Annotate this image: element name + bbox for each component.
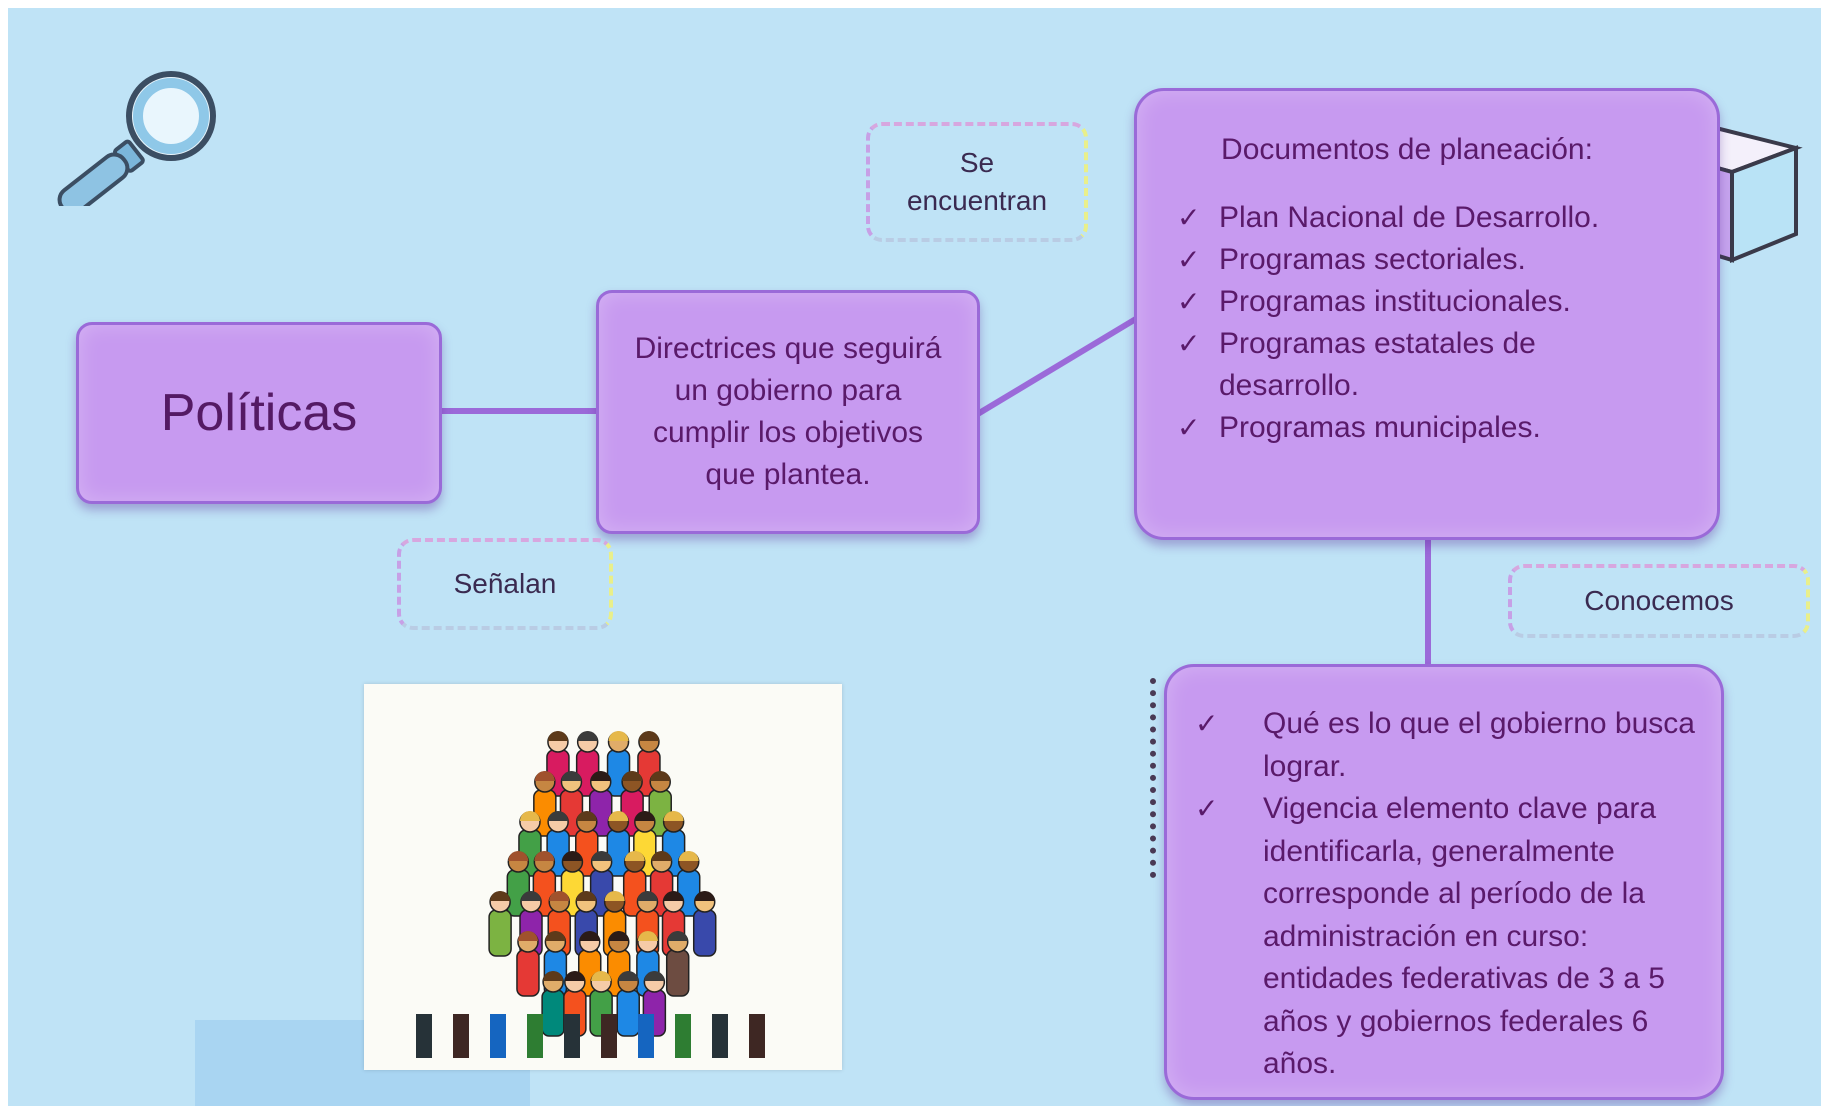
person-figure [606,811,631,877]
frame-left [0,0,8,1106]
list-item: ✓ Programas sectoriales. [1177,239,1677,281]
tag-conocemos-label: Conocemos [1584,585,1734,616]
documentos-list: ✓ Plan Nacional de Desarrollo. ✓ Programas… [1177,197,1677,449]
tag-senalan-label: Señalan [453,568,557,599]
list-item: ✓ Vigencia elemento clave para identifica… [1195,788,1697,1086]
list-item-text: Programas institucionales. [1219,285,1571,318]
list-item: ✓ Plan Nacional de Desarrollo. [1177,197,1677,239]
person-legs [749,1014,765,1058]
node-directrices-text: Directrices que seguirá un gobierno para… [634,332,942,491]
person-figure [516,931,540,997]
list-item-text: Programas estatales de desarrollo. [1219,327,1536,402]
person-figure [488,891,512,957]
list-item-text: Programas municipales. [1219,411,1541,444]
person-legs [490,1014,506,1058]
node-politicas: Políticas [76,322,442,504]
tag-se-encuentran: Se encuentran [866,122,1088,242]
person-legs [675,1014,691,1058]
list-item: ✓ Programas estatales de desarrollo. [1177,323,1677,407]
line-directrices-documentos [974,311,1146,418]
list-item-text: Programas sectoriales. [1219,243,1526,276]
person-legs [453,1014,469,1058]
person-legs [638,1014,654,1058]
person-figure [606,731,631,797]
person-legs [712,1014,728,1058]
check-icon: ✓ [1177,286,1201,317]
list-item-text: Vigencia elemento clave para identificar… [1263,792,1665,1080]
frame-top [0,0,1821,8]
node-conocemos-detalle: ✓ Qué es lo que el gobierno busca lograr.… [1164,664,1724,1100]
list-item: ✓ Qué es lo que el gobierno busca lograr. [1195,703,1697,788]
check-icon: ✓ [1177,412,1201,443]
person-figure [541,971,565,1037]
check-icon: ✓ [1177,328,1201,359]
crowd-illustration [364,684,842,1070]
dotted-divider [1150,678,1162,878]
crowd-figures [416,731,765,1058]
line-documentos-conocemos [1425,538,1431,666]
list-item: ✓ Programas municipales. [1177,407,1677,449]
list-item-text: Plan Nacional de Desarrollo. [1219,201,1600,234]
person-legs [601,1014,617,1058]
list-item: ✓ Programas institucionales. [1177,281,1677,323]
check-icon: ✓ [1195,793,1219,824]
node-documentos-planeacion: Documentos de planeación: ✓ Plan Nacional… [1134,88,1720,540]
check-icon: ✓ [1177,244,1201,275]
person-legs [527,1014,543,1058]
tag-conocemos: Conocemos [1508,564,1810,638]
list-item-text: Qué es lo que el gobierno busca lograr. [1263,707,1695,783]
check-icon: ✓ [1195,708,1219,739]
node-politicas-label: Políticas [160,384,358,442]
check-icon: ✓ [1177,202,1201,233]
node-documentos-title: Documentos de planeación: [1221,133,1593,166]
person-figure [692,891,717,957]
person-figure [665,931,690,997]
tag-senalan: Señalan [397,538,613,630]
magnifying-glass-icon [57,71,216,206]
node-directrices: Directrices que seguirá un gobierno para… [596,290,980,534]
conocemos-list: ✓ Qué es lo que el gobierno busca lograr.… [1195,703,1697,1086]
line-politicas-directrices [442,408,598,414]
person-legs [416,1014,432,1058]
person-legs [564,1014,580,1058]
person-figure [616,971,640,1037]
tag-se-encuentran-label: Se encuentran [906,147,1048,216]
